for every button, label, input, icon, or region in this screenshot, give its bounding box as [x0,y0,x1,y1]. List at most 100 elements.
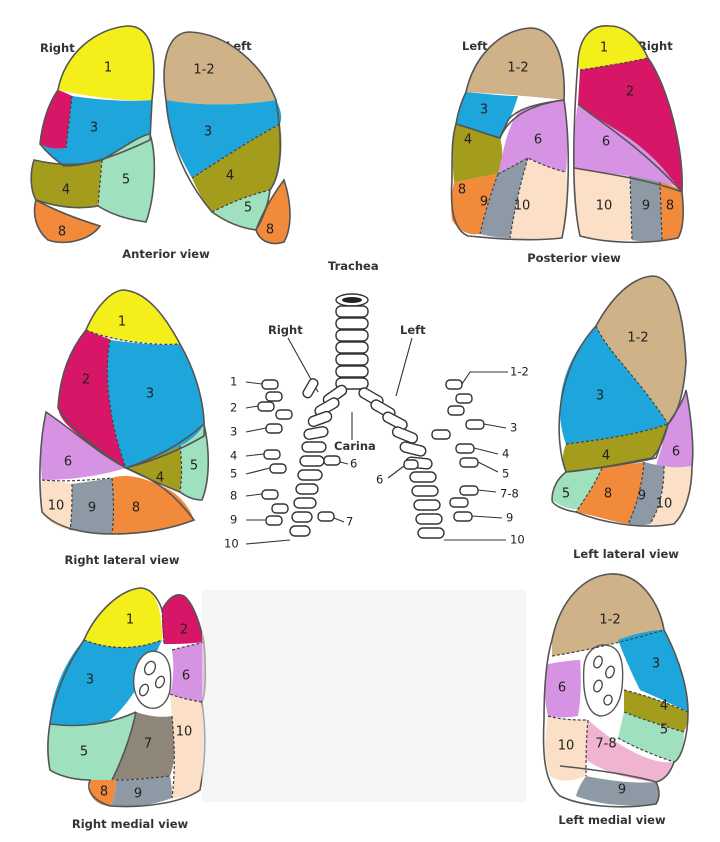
segment-5 [618,712,684,762]
label-4: 4 [156,471,164,486]
label-1-2: 1-2 [193,63,214,78]
right-lateral-view-caption: Right lateral view [65,553,180,567]
anterior-view: Right Left 1 3 4 5 8 [30,25,291,261]
label-5: 5 [190,459,198,474]
left-bronchus-9: 9 [506,511,513,525]
segment-7-8 [586,720,674,782]
posterior-left-lung: 1-2 3 4 6 8 9 10 [450,27,570,241]
segment-10 [573,168,632,241]
right-lateral-view: 1 2 3 6 4 5 10 9 8 Right lateral view [39,289,210,567]
segment-2 [162,594,204,644]
right-bronchus-8: 8 [230,489,237,503]
label-6: 6 [64,455,72,470]
segment-4 [452,124,503,182]
segment-3 [166,100,282,178]
posterior-view: Left Right 1-2 3 4 6 8 9 10 [450,25,684,265]
label-7-8: 7-8 [595,737,616,752]
carina-label: Carina [334,439,376,453]
blurred-region [202,590,526,802]
bronchi-left-label: Left [400,323,426,337]
posterior-right-lung: 1 2 6 10 9 8 [572,25,684,244]
left-medial-view: 1-2 3 4 5 6 7-8 10 9 Left medial view [542,573,689,827]
label-3: 3 [596,389,604,404]
trachea-label: Trachea [328,259,379,273]
label-4: 4 [226,169,234,184]
label-9: 9 [638,489,646,504]
segment-6 [40,412,126,480]
right-bronchus-2: 2 [230,401,237,415]
label-6: 6 [558,681,566,696]
segment-4 [126,446,182,492]
label-2: 2 [82,373,90,388]
segment-10 [650,466,692,526]
label-10: 10 [596,199,613,214]
label-8: 8 [132,501,140,516]
label-10: 10 [48,499,65,514]
segment-7 [112,712,175,780]
label-1-2: 1-2 [599,613,620,628]
anterior-right-label: Right [40,41,75,55]
left-main-bronchus [358,379,485,539]
label-10: 10 [656,497,673,512]
segment-1-2 [164,32,276,105]
segment-4 [563,424,668,472]
label-6: 6 [672,445,680,460]
label-3: 3 [90,121,98,136]
label-1-2: 1-2 [507,61,528,76]
segment-1 [84,588,162,649]
label-8: 8 [100,785,108,800]
label-6: 6 [182,669,190,684]
segment-6 [574,104,676,186]
segment-1 [578,25,648,70]
label-3: 3 [146,387,154,402]
segment-6 [170,642,206,702]
left-bronchus-7-8: 7-8 [500,487,519,501]
segment-8 [34,200,100,243]
label-3: 3 [652,657,660,672]
label-4: 4 [464,133,472,148]
label-5: 5 [562,487,570,502]
anterior-view-caption: Anterior view [122,247,210,261]
trachea [335,293,369,390]
label-7: 7 [144,737,152,752]
bronchi-right-label: Right [268,323,303,337]
left-bronchus-10: 10 [510,533,525,547]
label-9: 9 [88,501,96,516]
segment-9 [110,776,172,807]
segment-6 [545,660,581,718]
label-10: 10 [514,199,531,214]
segment-9 [70,478,114,534]
right-bronchus-3: 3 [230,425,237,439]
hilum [133,650,172,709]
label-6: 6 [602,135,610,150]
segment-4 [192,124,282,212]
segment-5 [47,712,136,781]
left-bronchus-1-2: 1-2 [510,365,529,379]
left-medial-view-caption: Left medial view [558,813,666,827]
label-4: 4 [62,183,70,198]
label-1: 1 [600,41,608,56]
segment-3 [50,640,162,731]
left-lateral-view-caption: Left lateral view [573,547,679,561]
segment-2 [58,330,126,468]
label-3: 3 [480,103,488,118]
segment-9 [480,158,528,238]
right-bronchus-4: 4 [230,449,237,463]
segment-10 [170,694,205,798]
label-3: 3 [204,125,212,140]
segment-3 [456,92,518,138]
segment-1-2 [596,276,686,424]
bronchial-tree: Trachea Right Left Carina [224,259,529,551]
left-lateral-view: 1-2 3 4 6 5 8 9 10 Left lateral view [551,275,694,561]
label-8: 8 [58,225,66,240]
left-bronchus-5: 5 [502,467,509,481]
segment-3 [107,340,205,468]
label-5: 5 [122,173,130,188]
label-10: 10 [558,739,575,754]
left-bronchus-3: 3 [510,421,517,435]
label-9: 9 [480,195,488,210]
posterior-right-label: Right [638,39,673,53]
segment-2 [578,58,683,192]
label-8: 8 [458,183,466,198]
label-10: 10 [176,725,193,740]
